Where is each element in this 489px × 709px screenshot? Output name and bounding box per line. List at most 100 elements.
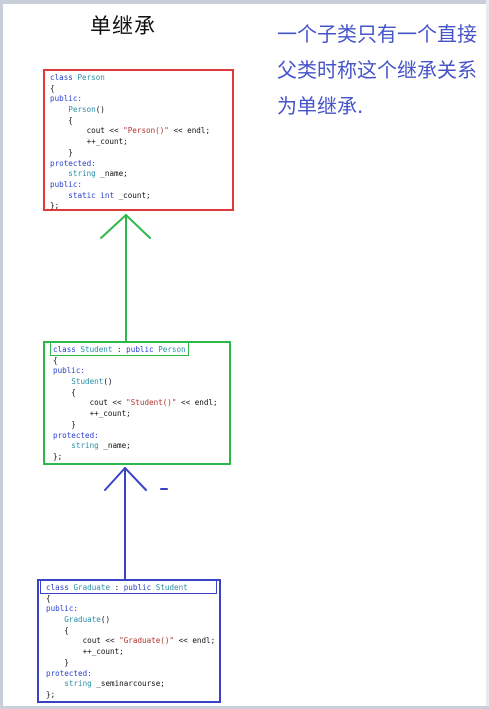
code-line: } (53, 420, 218, 431)
code-token: public: (50, 179, 83, 189)
window-left-border (0, 0, 3, 709)
code-token: } (46, 657, 69, 667)
code-token: }; (46, 689, 56, 699)
code-line: protected: (50, 159, 210, 170)
code-token: { (50, 115, 73, 125)
code-line: Person() (50, 105, 210, 116)
code-line: { (53, 388, 218, 399)
student-class-header-highlight (50, 342, 189, 356)
code-line: { (50, 116, 210, 127)
code-token: Student (71, 377, 104, 387)
code-token: { (53, 387, 76, 397)
code-token: class (50, 73, 78, 82)
code-line: string _name; (50, 169, 210, 180)
code-token: () (100, 615, 111, 625)
code-token: Student (80, 345, 113, 354)
code-token: cout << (50, 126, 124, 136)
code-token: { (46, 625, 69, 635)
code-token: protected: (53, 430, 99, 440)
code-line: }; (53, 452, 218, 463)
code-line: { (46, 594, 215, 605)
code-token: static int (68, 190, 115, 200)
code-line: cout << "Person()" << endl; (50, 126, 210, 137)
window-top-border (0, 0, 489, 4)
code-line: class Student : public Person (53, 345, 218, 356)
code-line: { (53, 356, 218, 367)
code-token: << endl; (176, 398, 218, 408)
code-line: } (50, 148, 210, 159)
code-line: Student() (53, 377, 218, 388)
code-line: protected: (46, 669, 215, 680)
code-token: Student (155, 583, 188, 592)
code-token: } (50, 147, 73, 157)
code-token: { (53, 355, 58, 365)
code-line: Graduate() (46, 615, 215, 626)
graduate-class-code: class Graduate : public Student{public: … (46, 583, 215, 701)
code-token: Person (68, 105, 96, 115)
code-token: () (103, 377, 113, 387)
code-line: cout << "Graduate()" << endl; (46, 636, 216, 647)
student-to-person-arrow (100, 214, 151, 342)
window-bottom-border (0, 706, 489, 709)
code-line: class Person (50, 73, 210, 84)
student-class-box: class Student : public Person{public: St… (43, 341, 231, 465)
code-token: _name; (95, 169, 128, 179)
graduate-class-header-highlight (40, 580, 217, 594)
code-token: : (112, 345, 127, 354)
code-token: Graduate (73, 583, 111, 592)
code-token: { (50, 83, 55, 93)
code-line: static int _count; (50, 191, 210, 202)
code-line: public: (53, 366, 218, 377)
code-token: cout << (53, 398, 127, 408)
code-token: "Person()" (123, 126, 169, 136)
code-line: }; (50, 201, 210, 212)
diagram-title: 单继承 (90, 14, 156, 38)
code-token: () (95, 105, 105, 115)
code-token: cout << (46, 636, 120, 646)
code-token: Person (158, 345, 186, 354)
code-line: ++_count; (50, 137, 210, 148)
code-token: protected: (50, 158, 96, 168)
code-token: string (68, 169, 96, 179)
code-line: protected: (53, 431, 218, 442)
code-token: Person (77, 73, 105, 82)
code-token: ++_count; (46, 647, 124, 657)
code-line: ++_count; (53, 409, 218, 420)
code-token: _name; (98, 441, 131, 451)
code-token: }; (53, 451, 63, 461)
code-token: public: (46, 604, 79, 614)
code-token: public (123, 583, 156, 592)
person-class-box: class Person{public: Person() { cout << … (43, 69, 234, 211)
code-line: } (46, 658, 215, 669)
code-token: _count; (114, 190, 151, 200)
code-line: cout << "Student()" << endl; (53, 398, 218, 409)
person-class-code: class Person{public: Person() { cout << … (50, 73, 210, 212)
code-line: { (50, 84, 210, 95)
code-token: class (53, 345, 81, 354)
code-line: string _name; (53, 441, 218, 452)
code-line: { (46, 626, 215, 637)
code-token: protected: (46, 668, 92, 678)
definition-note: 一个子类只有一个直接父类时称这个继承关系为单继承. (277, 22, 477, 118)
code-token: "Student()" (126, 398, 177, 408)
code-token: ++_count; (50, 137, 128, 147)
code-token: : (110, 583, 124, 592)
code-token: string (64, 679, 92, 689)
code-token: ++_count; (53, 409, 131, 419)
window-right-border (486, 0, 489, 709)
code-line: public: (50, 94, 210, 105)
code-token: Graduate (64, 615, 101, 625)
code-token: "Graduate()" (119, 636, 175, 646)
code-token: class (46, 583, 74, 592)
code-line: string _seminarcourse; (46, 679, 215, 690)
graduate-to-student-arrow (104, 467, 168, 580)
code-line: }; (46, 690, 215, 701)
code-token: public: (50, 94, 83, 104)
code-line: class Graduate : public Student (46, 583, 215, 594)
code-token: }; (50, 201, 60, 211)
code-token: << endl; (168, 126, 211, 136)
code-token: << endl; (174, 636, 216, 646)
code-token: public (126, 345, 159, 354)
code-token: } (53, 419, 76, 429)
